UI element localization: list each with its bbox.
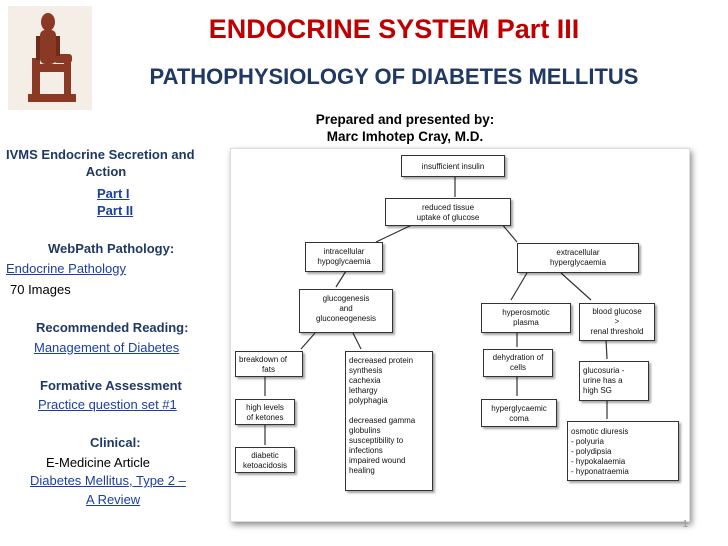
part-1-link[interactable]: Part I xyxy=(97,186,130,201)
images-count: 70 Images xyxy=(10,282,71,297)
diabetes-review-link[interactable]: Diabetes Mellitus, Type 2 – xyxy=(30,473,186,488)
extracellular-box: extracellular hyperglycaemia xyxy=(517,243,639,273)
formative-title: Formative Assessment xyxy=(40,378,182,393)
diabetes-review-link-2[interactable]: A Review xyxy=(86,492,141,507)
reduced-uptake-box: reduced tissue uptake of glucose xyxy=(385,198,511,226)
ivms-section-title-2: Action xyxy=(85,164,127,179)
ketoacidosis-box: diabetic ketoacidosis xyxy=(235,447,295,473)
hyperglycaemic-coma-box: hyperglycaemic coma xyxy=(481,399,557,427)
page-number: 1 xyxy=(682,519,688,530)
pathophysiology-flowchart: insufficient insulin reduced tissue upta… xyxy=(230,148,690,522)
statue-image xyxy=(8,6,92,110)
presenter-name: Marc Imhotep Cray, M.D. xyxy=(326,129,484,144)
webpath-title: WebPath Pathology: xyxy=(48,241,175,256)
osmotic-diuresis-box: osmotic diuresis - polyuria - polydipsia… xyxy=(567,421,679,481)
intracellular-box: intracellular hypoglycaemia xyxy=(305,242,383,272)
slide-subtitle: PATHOPHYSIOLOGY OF DIABETES MELLITUS xyxy=(149,64,639,89)
endocrine-pathology-link[interactable]: Endocrine Pathology xyxy=(6,261,126,276)
hyperosmotic-box: hyperosmotic plasma xyxy=(481,303,571,333)
flowchart-arrows xyxy=(264,177,608,445)
emedicine-label: E-Medicine Article xyxy=(46,455,151,470)
practice-link[interactable]: Practice question set #1 xyxy=(38,397,177,412)
glucosuria-box: glucosuria - urine has a high SG xyxy=(579,361,649,401)
high-ketones-box: high levels of ketones xyxy=(235,399,295,425)
reading-title: Recommended Reading: xyxy=(36,320,189,335)
slide-title: ENDOCRINE SYSTEM Part III xyxy=(208,14,580,44)
presenter-label: Prepared and presented by: xyxy=(315,112,495,127)
dehydration-box: dehydration of cells xyxy=(483,349,553,377)
clinical-title: Clinical: xyxy=(90,435,141,450)
breakdown-fats-box: breakdown of fats xyxy=(235,351,303,377)
management-link[interactable]: Management of Diabetes xyxy=(34,340,180,355)
blood-glucose-box: blood glucose > renal threshold xyxy=(579,303,655,341)
glucogenesis-box: glucogenesis and gluconeogenesis xyxy=(299,289,393,333)
insufficient-insulin-box: insufficient insulin xyxy=(401,155,505,177)
ivms-section-title: IVMS Endocrine Secretion and xyxy=(6,147,195,162)
part-2-link[interactable]: Part II xyxy=(97,203,134,218)
decreased-protein-box: decreased protein synthesis cachexia let… xyxy=(345,351,433,491)
